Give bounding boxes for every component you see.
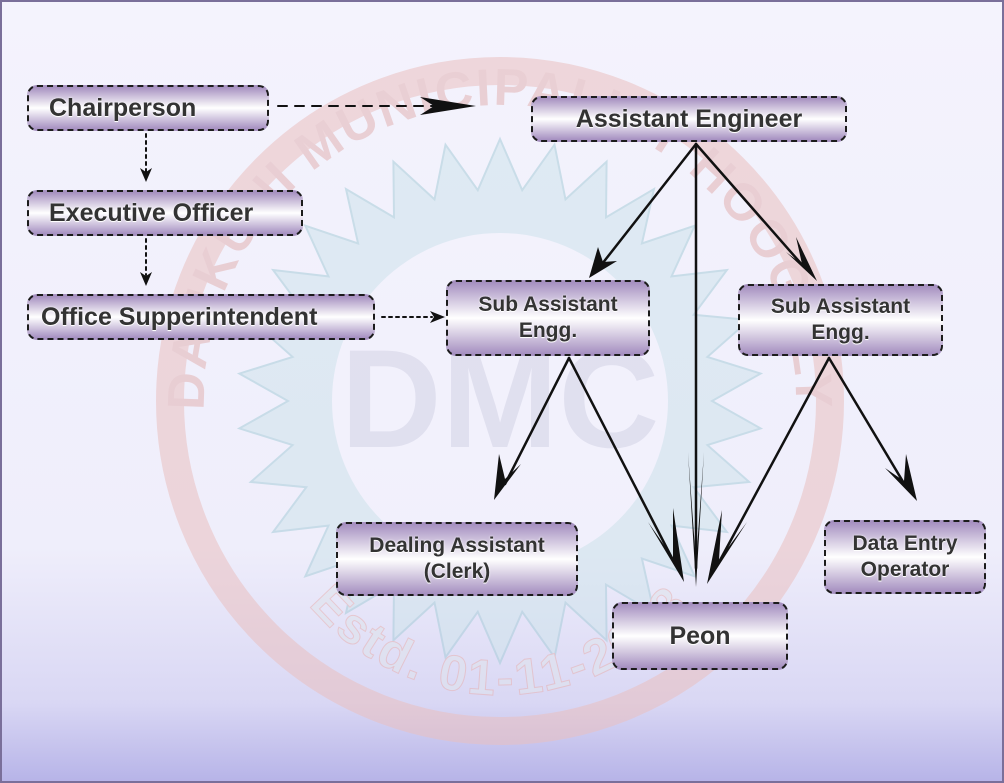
node-label: Chairperson xyxy=(49,93,197,122)
arrowhead xyxy=(707,510,747,584)
connector-sub-assistant-right-to-data-entry-operator xyxy=(827,356,907,487)
node-label: Peon xyxy=(669,621,731,650)
node-peon: Peon xyxy=(612,602,788,670)
arrowhead xyxy=(885,454,917,501)
node-executive-officer: Executive Officer xyxy=(27,190,303,236)
connector-assistant-engineer-to-sub-assistant-left xyxy=(600,142,698,266)
arrowhead xyxy=(140,168,152,182)
arrowhead xyxy=(420,97,476,115)
arrowhead xyxy=(430,311,445,323)
node-sub-assistant-engg-left: Sub Assistant Engg. xyxy=(446,280,650,356)
node-label: Dealing Assistant (Clerk) xyxy=(369,534,545,583)
node-label: Sub Assistant Engg. xyxy=(770,295,911,344)
node-sub-assistant-engg-right: Sub Assistant Engg. xyxy=(738,284,943,356)
connector-sub-assistant-left-to-dealing-assistant xyxy=(503,356,571,486)
arrowhead xyxy=(786,237,817,281)
node-dealing-assistant: Dealing Assistant (Clerk) xyxy=(336,522,578,596)
connector-sub-assistant-right-to-peon xyxy=(716,356,831,566)
arrowhead xyxy=(589,247,617,278)
arrowhead xyxy=(648,508,684,582)
node-label: Executive Officer xyxy=(49,198,254,227)
node-assistant-engineer: Assistant Engineer xyxy=(531,96,847,142)
arrowhead xyxy=(494,454,521,500)
arrowhead xyxy=(140,272,152,286)
node-label: Assistant Engineer xyxy=(575,104,803,133)
connector-assistant-engineer-to-sub-assistant-right xyxy=(694,142,806,269)
node-label: Office Supperintendent xyxy=(41,302,318,331)
node-label: Data Entry Operator xyxy=(852,532,958,581)
node-data-entry-operator: Data Entry Operator xyxy=(824,520,986,594)
connector-sub-assistant-left-to-peon xyxy=(567,356,676,564)
node-office-superintendent: Office Supperintendent xyxy=(27,294,375,340)
node-chairperson: Chairperson xyxy=(27,85,269,131)
seal-outer-ring xyxy=(156,57,844,745)
node-label: Sub Assistant Engg. xyxy=(478,293,618,342)
